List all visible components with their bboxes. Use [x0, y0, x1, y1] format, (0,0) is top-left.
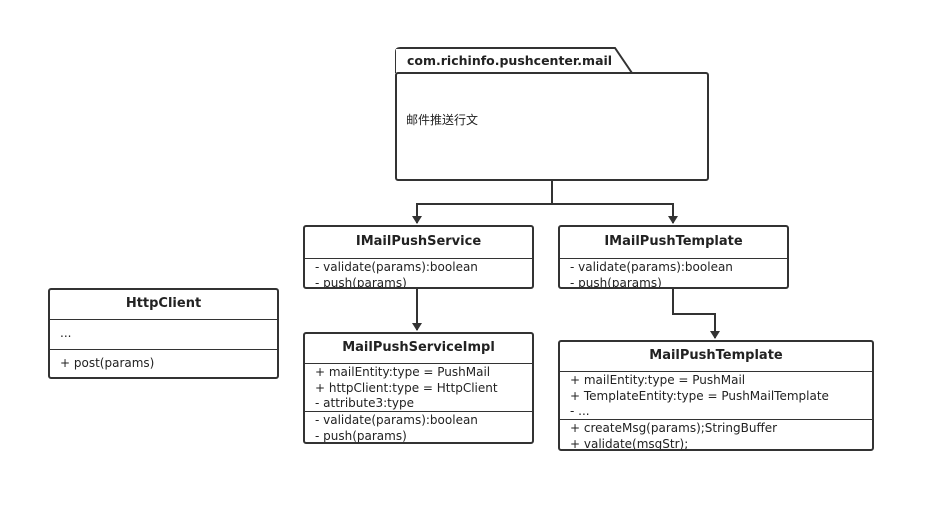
operation: - push(params): [315, 428, 407, 443]
member: - push(params): [315, 275, 407, 289]
operation: + validate(msgStr);: [570, 436, 689, 451]
operations-section: - validate(params):boolean - push(params…: [305, 412, 532, 443]
package-name: com.richinfo.pushcenter.mail: [407, 53, 613, 68]
connector-package-to-service: [412, 180, 553, 224]
attributes-section: ...: [50, 320, 277, 350]
class-name: HttpClient: [50, 290, 277, 320]
operations-section: + createMsg(params);StringBuffer + valid…: [560, 420, 872, 451]
class-name: IMailPushService: [305, 227, 532, 259]
class-box-imail-push-template[interactable]: IMailPushTemplate - validate(params):boo…: [558, 225, 789, 289]
package-body: 邮件推送行文: [395, 72, 709, 181]
connector-template-to-impl: [672, 288, 720, 339]
class-box-mail-push-template[interactable]: MailPushTemplate + mailEntity:type = Pus…: [558, 340, 874, 451]
class-name: MailPushTemplate: [560, 342, 872, 372]
attributes-section: + mailEntity:type = PushMail + httpClien…: [305, 364, 532, 412]
member: - validate(params):boolean: [570, 260, 733, 274]
class-box-mail-push-service-impl[interactable]: MailPushServiceImpl + mailEntity:type = …: [303, 332, 534, 444]
operation: + createMsg(params);StringBuffer: [570, 421, 778, 435]
class-name: IMailPushTemplate: [560, 227, 787, 259]
members-section: - validate(params):boolean - push(params…: [305, 259, 532, 289]
attribute: + TemplateEntity:type = PushMailTemplate: [570, 388, 829, 403]
attribute: + mailEntity:type = PushMail: [570, 373, 746, 387]
attribute: + httpClient:type = HttpClient: [315, 380, 498, 395]
members-section: - validate(params):boolean - push(params…: [560, 259, 787, 289]
attribute: - ...: [570, 404, 590, 418]
operations-section: + post(params): [50, 350, 277, 372]
member: - validate(params):boolean: [315, 260, 478, 274]
package-description: 邮件推送行文: [406, 113, 479, 127]
class-box-http-client[interactable]: HttpClient ... + post(params): [48, 288, 279, 379]
operation: + post(params): [60, 356, 155, 370]
operation: - validate(params):boolean: [315, 413, 478, 427]
package-tab: com.richinfo.pushcenter.mail: [396, 49, 613, 73]
attributes-section: + mailEntity:type = PushMail + TemplateE…: [560, 372, 872, 420]
class-name: MailPushServiceImpl: [305, 334, 532, 364]
class-box-imail-push-service[interactable]: IMailPushService - validate(params):bool…: [303, 225, 534, 289]
attribute: + mailEntity:type = PushMail: [315, 365, 491, 379]
connector-package-to-template: [552, 203, 678, 224]
attribute: - attribute3:type: [315, 396, 414, 410]
attribute: ...: [60, 326, 72, 340]
member: - push(params): [570, 275, 662, 289]
